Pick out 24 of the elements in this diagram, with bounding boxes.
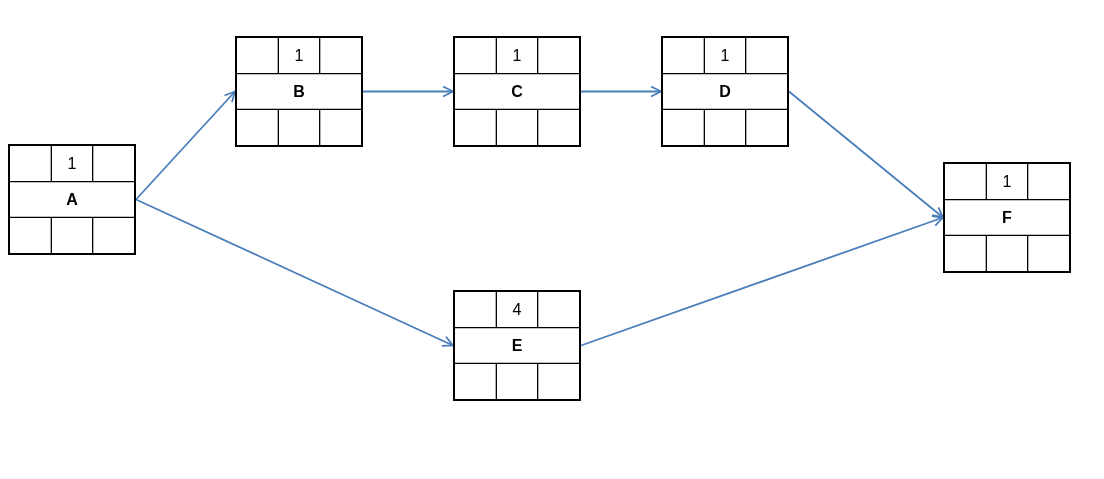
arrow xyxy=(788,90,944,219)
duration-value: 1 xyxy=(66,153,78,174)
duration-value: 1 xyxy=(293,45,305,66)
activity-name: E xyxy=(510,335,524,356)
activity-box xyxy=(453,36,581,147)
activity-name: D xyxy=(718,81,732,102)
arrow xyxy=(362,85,454,98)
duration-value: 1 xyxy=(1001,171,1013,192)
duration-value: 1 xyxy=(511,45,523,66)
arrow xyxy=(580,85,662,98)
activity-name: C xyxy=(510,81,524,102)
arrow xyxy=(135,198,454,347)
activity-box xyxy=(661,36,789,147)
arrow xyxy=(580,215,944,347)
activity-box xyxy=(453,290,581,401)
activity-name: A xyxy=(65,189,79,210)
activity-name: F xyxy=(1001,207,1013,228)
duration-value: 4 xyxy=(511,299,523,320)
activity-box xyxy=(943,162,1071,273)
arrow xyxy=(135,90,236,201)
duration-value: 1 xyxy=(719,45,731,66)
activity-box xyxy=(8,144,136,255)
activity-box xyxy=(235,36,363,147)
activity-name: B xyxy=(292,81,306,102)
